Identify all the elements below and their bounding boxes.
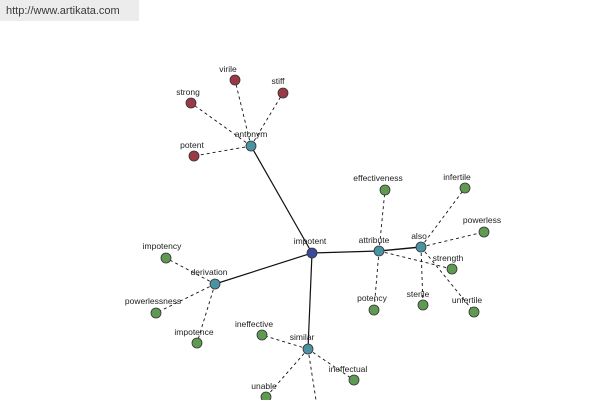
- term-node-potency-icon[interactable]: [368, 304, 380, 316]
- relation-node-similar-icon[interactable]: [302, 343, 314, 355]
- term-node-ineffective-icon[interactable]: [256, 329, 268, 341]
- edge-also-unfertile: [420, 246, 475, 313]
- label-attribute: attribute: [359, 235, 390, 245]
- source-url-link[interactable]: http://www.artikata.com: [6, 5, 120, 17]
- term-node-strong-icon[interactable]: [185, 97, 197, 109]
- label-antonym: antonym: [235, 129, 268, 139]
- edge-antonym-stiff: [250, 92, 284, 147]
- label-impotent: impotent: [294, 236, 327, 246]
- edge-also-powerless: [420, 231, 485, 248]
- term-node-ineffectual-icon[interactable]: [348, 374, 360, 386]
- label-powerless: powerless: [463, 215, 501, 225]
- label-unfertile: unfertile: [452, 295, 483, 305]
- edge-similar-offscreen: [307, 348, 317, 400]
- term-node-potent-icon[interactable]: [188, 150, 200, 162]
- label-impotency: impotency: [143, 241, 182, 251]
- relation-node-also-icon[interactable]: [415, 241, 427, 253]
- label-ineffectual: ineffectual: [329, 364, 368, 374]
- edge-antonym-strong: [190, 102, 252, 147]
- edge-impotent-derivation: [214, 252, 313, 285]
- label-ineffective: ineffective: [235, 319, 273, 329]
- label-potent: potent: [180, 140, 204, 150]
- term-node-stiff-icon[interactable]: [277, 87, 289, 99]
- relation-node-derivation-icon[interactable]: [209, 278, 221, 290]
- edge-derivation-powerlessness: [155, 283, 216, 314]
- edge-impotent-antonym: [250, 145, 313, 254]
- edge-also-sterile: [420, 246, 424, 306]
- term-node-infertile-icon[interactable]: [459, 182, 471, 194]
- source-url-bar: http://www.artikata.com: [0, 0, 139, 21]
- relation-node-attribute-icon[interactable]: [373, 245, 385, 257]
- term-node-powerlessness-icon[interactable]: [150, 307, 162, 319]
- graph-labels: impotent antonym attribute also derivation si…: [125, 64, 501, 391]
- edge-also-infertile: [420, 187, 466, 248]
- label-effectiveness: effectiveness: [353, 173, 402, 183]
- term-node-impotency-icon[interactable]: [160, 252, 172, 264]
- term-node-sterile-icon[interactable]: [417, 299, 429, 311]
- label-virile: virile: [219, 64, 237, 74]
- edge-attribute-also: [378, 246, 422, 252]
- label-potency: potency: [357, 293, 388, 303]
- label-similar: similar: [290, 332, 315, 342]
- edge-impotent-attribute: [311, 250, 380, 254]
- label-strength: strength: [433, 253, 464, 263]
- label-impotence: impotence: [174, 327, 213, 337]
- graph-nodes: [150, 74, 490, 400]
- edge-impotent-similar: [307, 252, 313, 350]
- edge-derivation-impotence: [196, 283, 216, 344]
- relation-node-antonym-icon[interactable]: [245, 140, 257, 152]
- graph-edges: [155, 79, 485, 400]
- label-stiff: stiff: [271, 76, 285, 86]
- term-node-strength-icon[interactable]: [446, 263, 458, 275]
- edge-attribute-potency: [373, 250, 380, 311]
- label-unable: unable: [251, 381, 277, 391]
- term-node-powerless-icon[interactable]: [478, 226, 490, 238]
- label-also: also: [411, 231, 427, 241]
- edge-attribute-effectiveness: [378, 189, 386, 252]
- label-derivation: derivation: [191, 267, 228, 277]
- term-node-unfertile-icon[interactable]: [468, 306, 480, 318]
- term-node-unable-icon[interactable]: [260, 391, 272, 400]
- label-infertile: infertile: [443, 172, 471, 182]
- edge-similar-ineffective: [261, 334, 309, 350]
- center-node-icon[interactable]: [306, 247, 318, 259]
- edge-antonym-potent: [193, 145, 252, 157]
- label-strong: strong: [176, 87, 200, 97]
- term-node-effectiveness-icon[interactable]: [379, 184, 391, 196]
- edge-antonym-virile: [234, 79, 252, 147]
- term-node-virile-icon[interactable]: [229, 74, 241, 86]
- label-sterile: sterile: [407, 289, 430, 299]
- edge-attribute-strength: [378, 250, 453, 270]
- label-powerlessness: powerlessness: [125, 296, 181, 306]
- term-node-impotence-icon[interactable]: [191, 337, 203, 349]
- edge-similar-unable: [265, 348, 309, 398]
